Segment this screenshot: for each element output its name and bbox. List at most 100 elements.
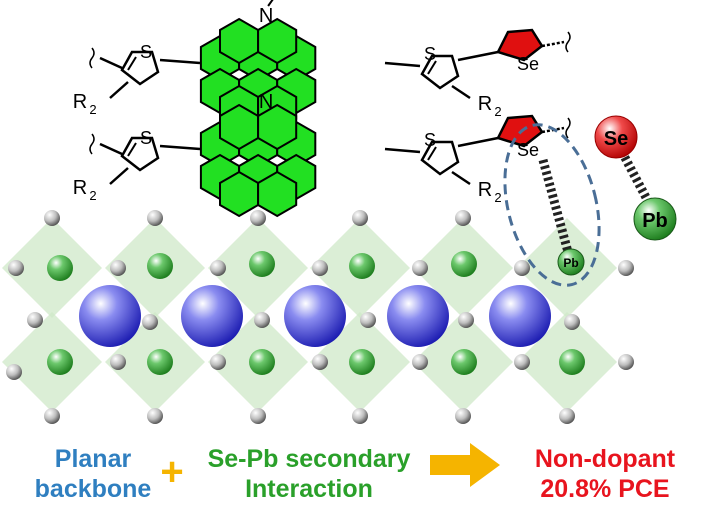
halide-atom bbox=[27, 312, 43, 328]
result-label: Non-dopant 20.8% PCE bbox=[512, 444, 698, 504]
core-ring bbox=[219, 103, 260, 151]
halide-atom bbox=[352, 210, 368, 226]
thiophene-double-bond bbox=[127, 56, 137, 71]
result-line-2: 20.8% PCE bbox=[540, 475, 670, 503]
halide-atom bbox=[458, 312, 474, 328]
halide-atom bbox=[352, 408, 368, 424]
thiophene-ring bbox=[420, 140, 460, 176]
halide-atom bbox=[110, 354, 126, 370]
left-end-bond bbox=[99, 142, 123, 156]
halide-atom bbox=[142, 314, 158, 330]
halide-atom bbox=[44, 210, 60, 226]
thiophene-double-bond bbox=[427, 60, 437, 75]
se-pb-interaction-label: Se-Pb secondary Interaction bbox=[186, 444, 432, 504]
pb-atom bbox=[633, 197, 677, 241]
sepb-line-1: Se-Pb secondary bbox=[207, 445, 411, 473]
se-pb-schematic: Se Pb bbox=[594, 115, 677, 241]
plus-sign: + bbox=[160, 450, 183, 494]
right-r2-bond bbox=[451, 170, 471, 186]
right-sulfur-label: S bbox=[424, 130, 436, 150]
halide-atom bbox=[312, 260, 328, 276]
lead-atom bbox=[147, 349, 173, 375]
right-chain-break bbox=[565, 31, 571, 53]
left-r2-label: R bbox=[73, 91, 87, 113]
halide-atom bbox=[110, 260, 126, 276]
core-ring bbox=[257, 103, 298, 151]
halide-atom bbox=[360, 312, 376, 328]
halide-atom bbox=[618, 260, 634, 276]
selenium-label: Se bbox=[517, 54, 539, 74]
core-ring bbox=[257, 17, 298, 65]
polymer-backbone: NR1SR2SR2Se bbox=[73, 0, 571, 132]
halide-atom bbox=[8, 260, 24, 276]
halide-atom bbox=[455, 408, 471, 424]
halide-atom bbox=[147, 408, 163, 424]
left-r2-subscript: 2 bbox=[89, 188, 96, 203]
cation-atom bbox=[284, 285, 346, 347]
lead-atoms bbox=[47, 251, 585, 375]
right-r2-subscript: 2 bbox=[494, 104, 501, 119]
thiophene-ring bbox=[420, 54, 460, 90]
thiophene-ring bbox=[120, 136, 160, 172]
se-atom bbox=[594, 115, 638, 159]
left-sulfur-label: S bbox=[140, 42, 152, 62]
left-chain-break bbox=[89, 47, 95, 69]
halide-atom bbox=[412, 260, 428, 276]
selenophene-link-bond bbox=[457, 50, 499, 62]
right-link-bond bbox=[384, 147, 421, 154]
halide-atom bbox=[455, 210, 471, 226]
cation-atom bbox=[387, 285, 449, 347]
halide-atoms bbox=[6, 210, 634, 424]
pb-label-in-film: Pb bbox=[563, 256, 578, 270]
left-r2-bond bbox=[109, 167, 129, 185]
pb-atom-in-film bbox=[557, 248, 585, 276]
right-link-bond bbox=[384, 61, 421, 68]
cation-atoms bbox=[79, 285, 551, 347]
lead-atom bbox=[349, 349, 375, 375]
cation-atom bbox=[181, 285, 243, 347]
lead-atom bbox=[349, 253, 375, 279]
lead-atom bbox=[147, 253, 173, 279]
planar-line-1: Planar bbox=[54, 445, 132, 473]
halide-atom bbox=[44, 408, 60, 424]
planar-line-2: backbone bbox=[34, 475, 152, 503]
core-ring bbox=[219, 17, 260, 65]
left-sulfur-label: S bbox=[140, 128, 152, 148]
halide-atom bbox=[147, 210, 163, 226]
nitrogen-label: N bbox=[259, 5, 273, 27]
core-ring bbox=[219, 170, 260, 218]
se-pb-schematic-bond bbox=[618, 149, 654, 208]
left-link-bond bbox=[159, 58, 201, 65]
left-end-bond bbox=[99, 56, 123, 70]
halide-atom bbox=[312, 354, 328, 370]
thiophene-ring bbox=[120, 50, 160, 86]
right-r2-bond bbox=[451, 84, 471, 100]
cation-atom bbox=[489, 285, 551, 347]
right-sulfur-label: S bbox=[424, 44, 436, 64]
lead-atom bbox=[249, 349, 275, 375]
halide-atom bbox=[210, 354, 226, 370]
halide-atom bbox=[250, 408, 266, 424]
right-r2-label: R bbox=[478, 93, 492, 115]
core-ring bbox=[257, 170, 298, 218]
planar-backbone-label: Planar backbone bbox=[18, 444, 168, 504]
left-r2-bond bbox=[109, 81, 129, 99]
left-r2-label: R bbox=[73, 177, 87, 199]
left-r2-subscript: 2 bbox=[89, 102, 96, 117]
halide-atom bbox=[210, 260, 226, 276]
selenophene-ring bbox=[496, 28, 544, 62]
right-end-bond bbox=[541, 40, 565, 48]
selenium-label: Se bbox=[517, 140, 539, 160]
lead-atom bbox=[47, 349, 73, 375]
se-pb-bond-in-film bbox=[538, 158, 573, 254]
lead-atom bbox=[559, 349, 585, 375]
thiophene-double-bond bbox=[127, 142, 137, 157]
halide-atom bbox=[250, 210, 266, 226]
halide-atom bbox=[412, 354, 428, 370]
halide-atom bbox=[514, 260, 530, 276]
lead-atom bbox=[451, 349, 477, 375]
cation-atom bbox=[79, 285, 141, 347]
result-arrow bbox=[430, 443, 500, 487]
